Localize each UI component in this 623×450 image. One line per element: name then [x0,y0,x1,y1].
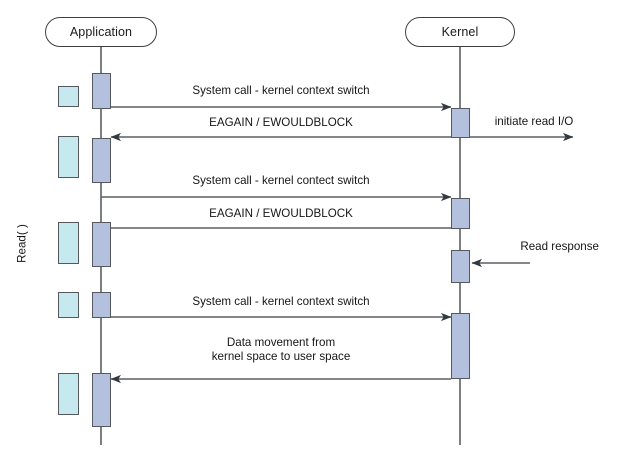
state-box-1 [58,86,79,107]
lifeline-head-application-label: Application [69,25,133,39]
activation-bar-kernel-7 [451,198,470,229]
state-box-3 [58,222,79,264]
activation-bar-application-2 [92,138,111,183]
state-box-2 [58,136,79,178]
activation-bar-application-5 [92,373,111,427]
state-box-5 [58,373,79,415]
group-label-read: Read( ) [15,224,29,263]
message-eagain-2-label: EAGAIN / EWOULDBLOCK [209,207,353,220]
activation-bar-application-1 [92,73,111,109]
lifeline-head-application[interactable]: Application [45,17,157,47]
annotation-read-response-label: Read response [520,240,599,253]
message-data-movement-label: Data movement from kernel space to user … [211,336,351,363]
lifeline-head-kernel[interactable]: Kernel [405,17,515,47]
activation-bar-kernel-9 [451,313,470,379]
message-syscall-1-label: System call - kernel context switch [192,84,370,97]
activation-bar-application-4 [92,292,111,318]
message-syscall-3-label: System call - kernel context switch [192,295,370,308]
activation-bar-kernel-8 [451,250,470,283]
message-arrows-group [100,102,574,384]
message-syscall-2-label: System call - kernel contect switch [192,174,370,187]
activation-bar-kernel-6 [451,108,470,138]
message-eagain-1-label: EAGAIN / EWOULDBLOCK [209,116,353,129]
activation-bar-application-3 [92,222,111,267]
annotation-initiate-read-io-label: initiate read I/O [494,115,574,128]
state-box-4 [58,292,79,318]
lifeline-head-kernel-label: Kernel [441,25,479,39]
